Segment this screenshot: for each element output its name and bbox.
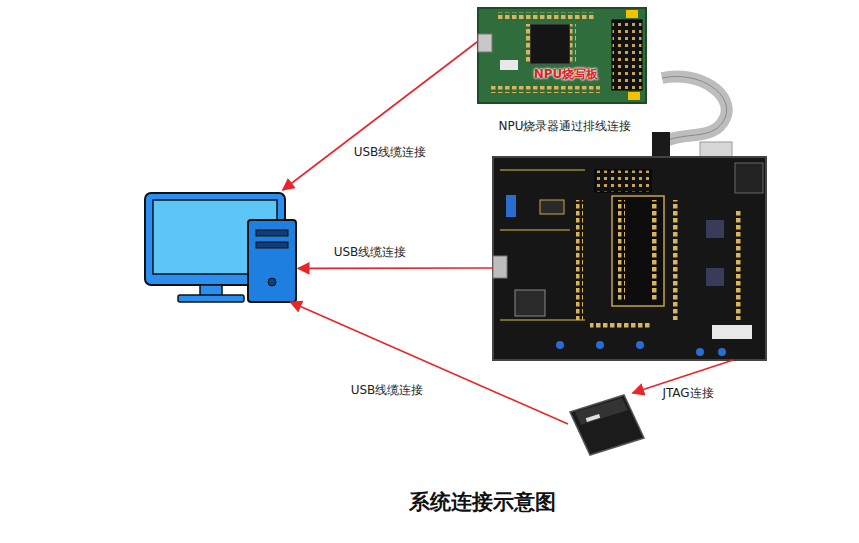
- computer-node: [145, 190, 298, 302]
- npu-board-node: NPU烧写板: [478, 8, 646, 103]
- ribbon-cable: [652, 76, 732, 158]
- connector-arrow: [283, 41, 478, 190]
- connector-arrow: [298, 267, 493, 269]
- dev-board-node: [493, 157, 766, 360]
- jtag-emulator-photo: [570, 395, 644, 455]
- computer-icon: [145, 193, 296, 302]
- dev-board-photo: [493, 157, 766, 360]
- connection-label: USB线缆连接: [352, 144, 429, 160]
- connection-label: JTAG连接: [660, 385, 715, 401]
- diagram-title: 系统连接示意图: [409, 489, 556, 515]
- connection-label: USB线缆连接: [332, 244, 409, 260]
- jtag-emulator-node: [568, 393, 644, 455]
- board-label: NPU烧写板: [534, 66, 599, 83]
- connector-arrow: [290, 302, 568, 424]
- connection-label: USB线缆连接: [349, 382, 426, 398]
- npu-board-photo: [478, 8, 646, 103]
- note-label: NPU烧录器通过排线连接: [497, 118, 634, 134]
